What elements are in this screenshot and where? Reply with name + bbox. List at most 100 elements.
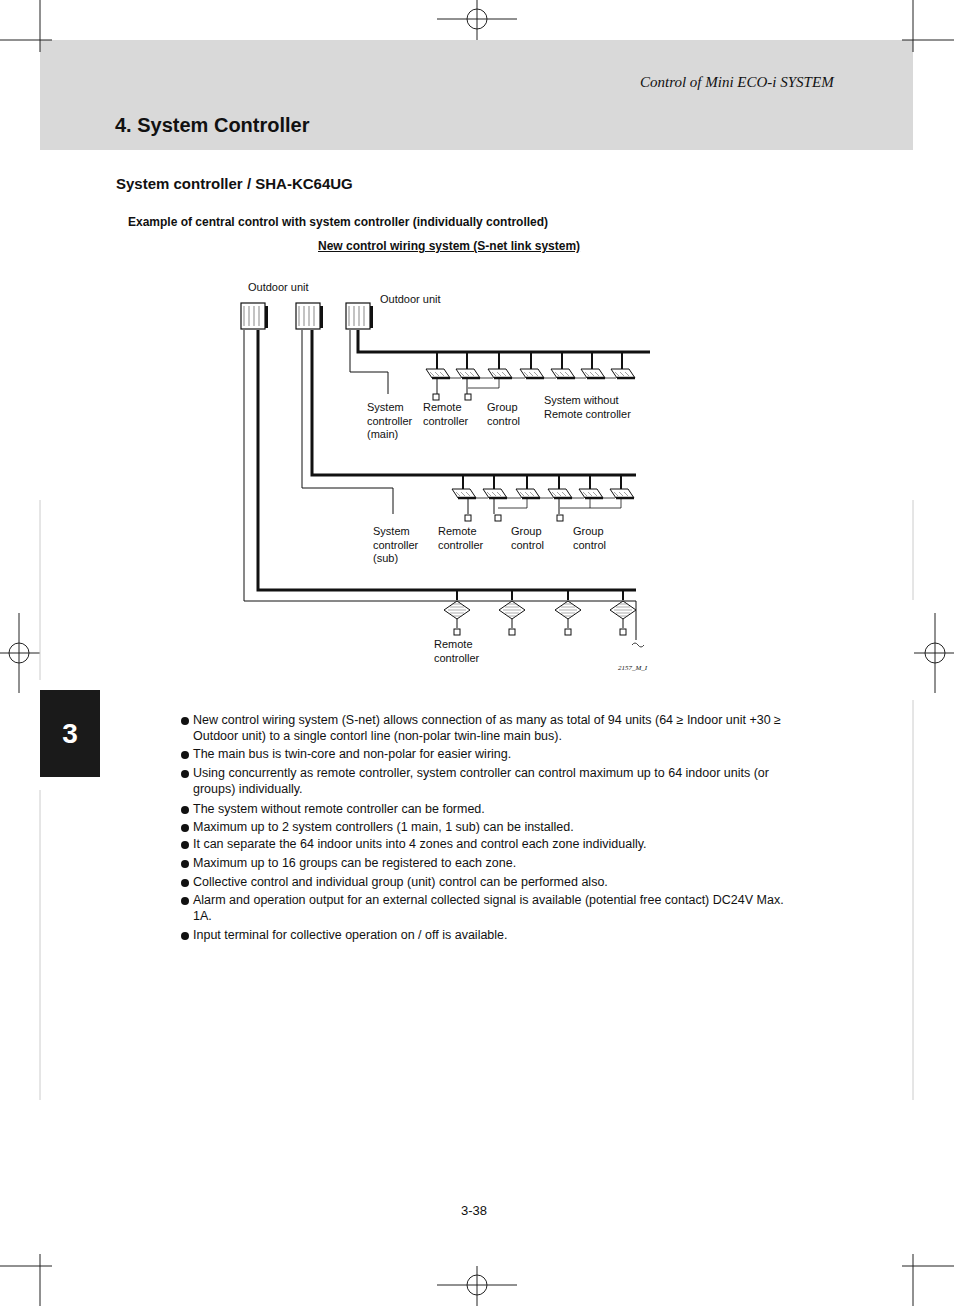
outdoor-unit-side	[265, 306, 268, 328]
unit-grille	[529, 372, 533, 376]
bus-drop	[511, 590, 513, 600]
bus-drop	[591, 352, 593, 369]
subheading: System controller / SHA-KC64UG	[116, 175, 353, 192]
terminal	[495, 515, 501, 521]
unit-fin	[314, 306, 315, 326]
indoor-unit-edge	[458, 497, 476, 500]
unit-grille	[430, 372, 434, 376]
unit-grille	[616, 607, 630, 608]
page-number: 3-38	[461, 1203, 487, 1218]
bullet-dot	[181, 897, 189, 905]
unit-grille	[492, 492, 496, 496]
unit-grille	[502, 372, 506, 376]
unit-grille	[590, 372, 594, 376]
unit-grille	[452, 604, 462, 605]
unit-grille	[585, 372, 589, 376]
unit-fin	[309, 306, 310, 326]
indoor-unit	[516, 489, 540, 498]
unit-grille	[461, 492, 465, 496]
bus-drop	[498, 352, 500, 369]
unit-grille	[435, 372, 439, 376]
bus-drop	[436, 352, 438, 369]
group-wire	[590, 499, 621, 508]
bullet-text: Using concurrently as remote controller,…	[193, 766, 803, 797]
unit-grille	[616, 613, 630, 614]
bullet-dot	[181, 932, 189, 940]
indoor-unit-edge	[557, 377, 575, 380]
unit-fin	[299, 306, 300, 326]
group-label: Group control	[511, 525, 553, 552]
terminal	[557, 515, 563, 521]
unit-grille	[525, 492, 529, 496]
unit-fin	[249, 306, 250, 326]
remote-wire	[468, 499, 469, 514]
unit-grille	[619, 492, 623, 496]
unit-grille	[534, 372, 538, 376]
unit-grille	[497, 372, 501, 376]
indoor-unit-edge	[462, 377, 480, 380]
unit-grille	[561, 613, 575, 614]
indoor-unit-edge	[587, 377, 605, 380]
bus-drop	[466, 352, 468, 369]
example-heading: Example of central control with system c…	[128, 215, 548, 229]
unit-grille	[450, 607, 464, 608]
indoor-unit-edge	[522, 497, 540, 500]
unit-fin	[244, 306, 245, 326]
indoor-unit	[499, 601, 525, 619]
unit-grille	[440, 372, 444, 376]
bullet-dot	[181, 806, 189, 814]
unit-grille	[620, 372, 624, 376]
unit-grille	[614, 492, 618, 496]
unit-grille	[559, 610, 577, 611]
main-bus	[258, 330, 636, 590]
unit-grille	[448, 610, 466, 611]
bullet-text: Alarm and operation output for an extern…	[193, 893, 803, 924]
unit-grille	[487, 492, 491, 496]
bus-drop	[462, 475, 464, 489]
remote-wire	[568, 619, 569, 628]
bus-drop	[621, 352, 623, 369]
indoor-unit-edge	[489, 497, 507, 500]
unit-grille	[466, 492, 470, 496]
main-bus	[358, 330, 650, 352]
bullet-text: Maximum up to 16 groups can be registere…	[193, 856, 803, 872]
chapter-number: 3	[62, 718, 78, 750]
bullet-text: Collective control and individual group …	[193, 875, 803, 891]
bullet-dot	[181, 860, 189, 868]
unit-grille	[588, 492, 592, 496]
unit-grille	[555, 372, 559, 376]
bullet-dot	[181, 841, 189, 849]
outdoor-unit-side	[320, 306, 323, 328]
indoor-unit	[610, 489, 634, 498]
unit-fin	[254, 306, 255, 326]
remote-wire	[437, 379, 438, 394]
bullet-dot	[181, 770, 189, 778]
terminal	[620, 629, 626, 635]
indoor-unit	[579, 489, 603, 498]
bullet-dot	[181, 879, 189, 887]
bullet-text: Maximum up to 2 system controllers (1 ma…	[193, 820, 803, 836]
unit-grille	[552, 492, 556, 496]
bus-drop	[561, 352, 563, 369]
group-wire	[560, 499, 590, 508]
terminal	[454, 629, 460, 635]
bullet-text: New control wiring system (S-net) allows…	[193, 713, 803, 744]
bus-drop	[620, 475, 622, 489]
unit-grille	[618, 604, 628, 605]
unit-grille	[593, 492, 597, 496]
system-label: System without Remote controller	[544, 394, 644, 421]
bus-drop	[589, 475, 591, 489]
bullet-text: It can separate the 64 indoor units into…	[193, 837, 803, 853]
unit-grille	[497, 492, 501, 496]
wire-continues	[632, 643, 644, 647]
remote-wire	[467, 379, 468, 394]
unit-fin	[354, 306, 355, 326]
indoor-unit	[456, 369, 480, 378]
unit-grille	[624, 492, 628, 496]
unit-grille	[563, 616, 573, 617]
terminal	[433, 394, 439, 400]
unit-grille	[563, 604, 573, 605]
unit-grille	[520, 492, 524, 496]
bus-drop	[526, 475, 528, 489]
